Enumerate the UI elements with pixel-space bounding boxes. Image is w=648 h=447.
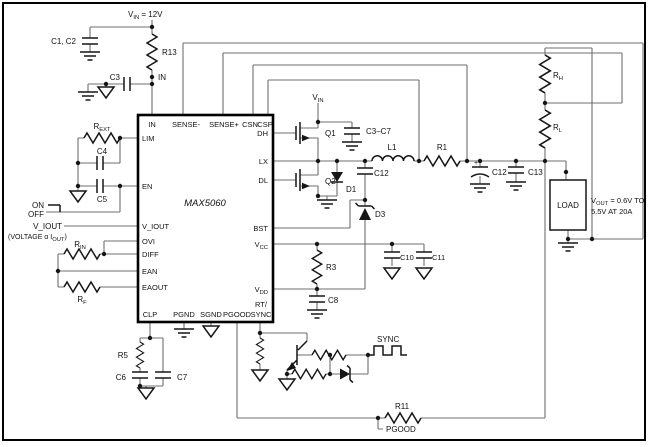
ic-body — [136, 113, 275, 324]
pin-lx: LX — [259, 157, 268, 166]
label-viout-paren: (VOLTAGE α IOUT) — [8, 234, 67, 243]
pin-sync: SYNC — [251, 310, 272, 319]
pin-bst: BST — [253, 224, 268, 233]
pin-dl: DL — [258, 176, 268, 185]
pin-pgnd: PGND — [173, 310, 195, 319]
pin-eaout: EAOUT — [142, 283, 168, 292]
label-c11: C11 — [432, 253, 445, 262]
label-c12-bst: C12 — [374, 169, 389, 178]
label-l1: L1 — [388, 143, 397, 152]
label-rl: RL — [553, 123, 563, 134]
pin-dh: DH — [257, 129, 268, 138]
transistor-sync — [286, 340, 308, 371]
label-c3: C3 — [110, 73, 121, 82]
pin-csp: CSP — [257, 120, 272, 129]
label-r3: R3 — [326, 263, 337, 272]
label-in-node: IN — [158, 73, 166, 82]
label-load: LOAD — [557, 201, 579, 210]
label-off: OFF — [28, 210, 44, 219]
diode-d1 — [331, 172, 343, 183]
components — [48, 33, 587, 424]
label-c4: C4 — [97, 147, 108, 156]
label-rext: REXT — [93, 122, 111, 133]
label-c5: C5 — [97, 195, 108, 204]
pin-viout: V_IOUT — [142, 222, 170, 231]
label-c12-plus: + — [474, 160, 478, 167]
label-rf: RF — [77, 295, 87, 306]
label-vin12: VIN = 12V — [128, 10, 163, 21]
label-q2: Q2 — [325, 177, 336, 186]
figure-border — [2, 2, 646, 441]
label-rh: RH — [553, 71, 563, 82]
load-box — [549, 179, 587, 231]
label-c1c2: C1, C2 — [51, 37, 76, 46]
pin-diff: DIFF — [142, 250, 159, 259]
label-c10: C10 — [400, 253, 414, 262]
ic-name: MAX5060 — [184, 198, 226, 209]
label-d1: D1 — [346, 185, 357, 194]
pin-vcc: VCC — [255, 240, 268, 251]
onoff-switch — [48, 204, 61, 212]
label-d3: D3 — [375, 210, 386, 219]
zener-sync — [340, 364, 354, 384]
pin-sense-minus: SENSE- — [172, 120, 200, 129]
label-c8: C8 — [328, 296, 339, 305]
pin-ean: EAN — [142, 267, 157, 276]
label-rin: RIN — [74, 240, 86, 251]
mosfet-q2 — [295, 169, 310, 191]
ic-pin-labels: IN SENSE- SENSE+ CSN CSP LIM EN V_IOUT O… — [142, 120, 273, 319]
label-r5: R5 — [118, 351, 129, 360]
label-on: ON — [32, 201, 44, 210]
zener-d3 — [354, 202, 376, 220]
label-r13: R13 — [162, 48, 177, 57]
label-c12-out: C12 — [492, 168, 507, 177]
pin-sense-plus: SENSE+ — [209, 120, 239, 129]
pin-vdd: VDD — [255, 285, 268, 296]
pin-clp: CLP — [143, 310, 158, 319]
label-vin-q1: VIN — [312, 93, 323, 104]
sync-waveform — [368, 345, 407, 356]
label-c3c7: C3–C7 — [366, 127, 391, 136]
capacitor-c12-out — [470, 166, 490, 178]
label-r1: R1 — [437, 143, 448, 152]
pin-lim: LIM — [142, 134, 155, 143]
inductor-l1 — [371, 155, 415, 162]
label-c6: C6 — [116, 373, 127, 382]
label-pgood-out: PGOOD — [386, 425, 416, 434]
mosfet-q1 — [295, 122, 310, 144]
pin-rt: RT/ — [255, 300, 268, 309]
pin-pgood: PGOOD — [223, 310, 252, 319]
junction-dots — [55, 24, 595, 421]
label-vout-1: VOUT = 0.6V TO — [591, 196, 645, 207]
label-viout-ext: V_IOUT — [33, 222, 62, 231]
pin-in: IN — [148, 120, 156, 129]
label-vout-2: 5.5V AT 20A — [591, 207, 632, 216]
label-c13: C13 — [528, 168, 543, 177]
label-r11: R11 — [395, 402, 410, 411]
label-c7: C7 — [177, 373, 188, 382]
pin-ovi: OVI — [142, 237, 155, 246]
component-labels: VIN = 12V C1, C2 R13 IN C3 REXT C4 C5 ON… — [8, 10, 645, 434]
pin-sg: SGND — [200, 310, 222, 319]
pin-csn: CSN — [242, 120, 258, 129]
label-sync: SYNC — [377, 335, 399, 344]
label-q1: Q1 — [325, 129, 336, 138]
pin-en: EN — [142, 182, 152, 191]
